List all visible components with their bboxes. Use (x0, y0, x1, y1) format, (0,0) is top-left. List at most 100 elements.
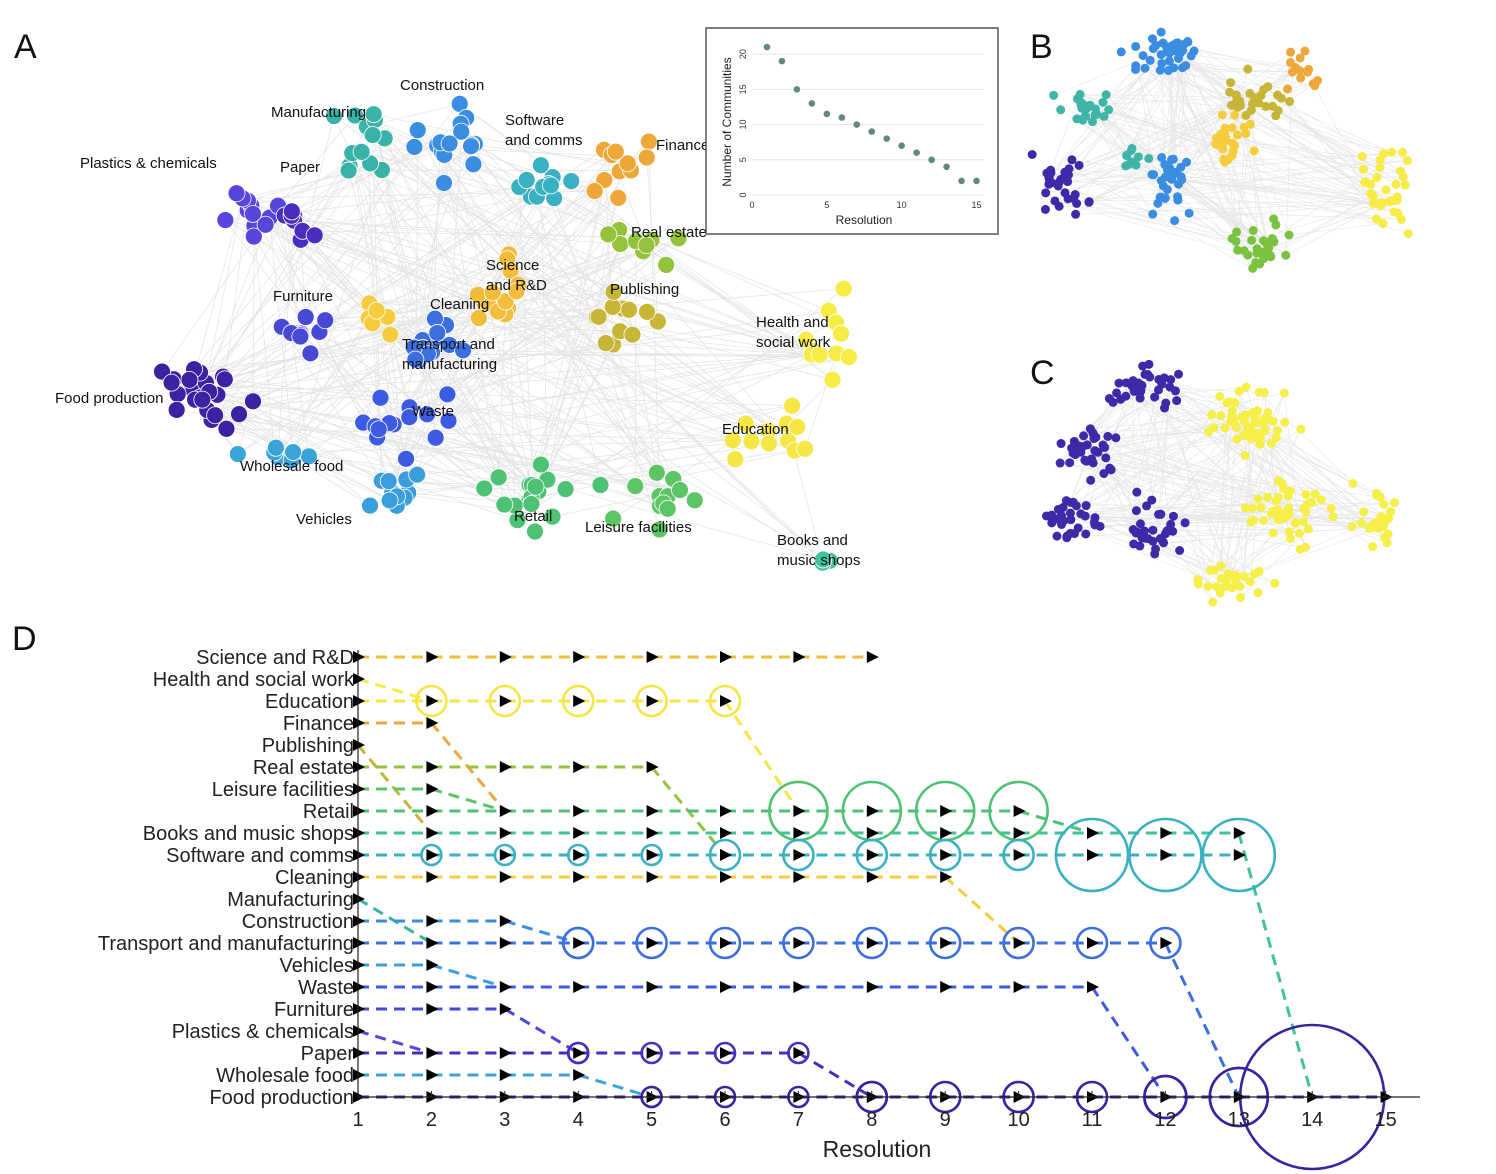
network-edge (1075, 202, 1383, 215)
network-node (206, 406, 225, 425)
resolution-marker (426, 805, 439, 817)
network-edge (300, 336, 418, 475)
network-edge (1179, 44, 1293, 73)
resolution-marker (793, 937, 806, 949)
network-edge (1165, 176, 1377, 220)
community-circle-transport-and-manufacturing (1002, 926, 1035, 960)
network-edge (1075, 51, 1291, 215)
network-edge (1177, 145, 1236, 197)
category-label: Vehicles (280, 955, 355, 977)
network-edge (510, 197, 555, 271)
network-node (227, 184, 246, 203)
network-node (1247, 235, 1257, 245)
community-circle-software-and-comms (1128, 817, 1203, 893)
network-edge (571, 180, 833, 381)
community-circle-software-and-comms (566, 843, 590, 867)
network-edge (804, 353, 837, 449)
resolution-marker (720, 849, 732, 861)
network-node (1368, 198, 1378, 208)
network-node (1174, 179, 1184, 189)
network-node (637, 236, 656, 255)
network-node (495, 495, 514, 514)
network-node (1372, 214, 1382, 224)
category-label: Plastics & chemicals (172, 1021, 354, 1043)
network-edge (252, 213, 275, 453)
network-node (1098, 97, 1108, 107)
network-node (1215, 588, 1225, 598)
network-node (1368, 542, 1378, 552)
network-node (1398, 147, 1408, 157)
network-node (244, 205, 262, 223)
series-line-vehicles (430, 963, 506, 989)
network-node (1269, 237, 1279, 247)
inset-point (973, 177, 980, 185)
network-node (1290, 518, 1300, 528)
resolution-marker (940, 937, 953, 949)
x-tick-label: 6 (719, 1109, 730, 1131)
resolution-marker (573, 1069, 586, 1081)
network-node (1360, 178, 1370, 188)
network-node (1295, 53, 1305, 63)
network-edge (269, 217, 787, 425)
resolution-marker (499, 651, 512, 663)
inset-point (883, 135, 891, 142)
network-edge (443, 154, 505, 505)
network-node (1231, 579, 1241, 589)
network-node (1239, 246, 1249, 256)
network-node (1366, 189, 1376, 199)
network-edge (361, 151, 538, 197)
network-edge (1211, 414, 1395, 503)
network-node (408, 121, 427, 140)
network-edge (1232, 143, 1245, 251)
network-node (1066, 515, 1076, 525)
network-edge (1251, 202, 1381, 241)
network-edge (252, 213, 424, 349)
network-edge (1220, 133, 1364, 170)
series-line-cleaning (944, 875, 1020, 945)
network-node (363, 126, 382, 144)
network-edge (507, 258, 823, 563)
network-label-paper: Paper (280, 159, 320, 176)
resolution-marker (793, 981, 806, 993)
network-node (1151, 40, 1161, 50)
network-node (1138, 51, 1148, 61)
network-node (1221, 133, 1231, 143)
network-edge (1173, 158, 1381, 204)
network-node (832, 324, 850, 343)
network-node (1241, 410, 1251, 420)
network-edge (535, 450, 795, 488)
network-label-waste: Waste (412, 403, 454, 420)
network-node (1316, 495, 1326, 505)
panel-label-d: D (12, 620, 37, 658)
resolution-marker (353, 1003, 365, 1015)
resolution-marker (353, 717, 365, 729)
inset-grid (752, 53, 984, 196)
network-node (1286, 47, 1296, 57)
network-edge (199, 146, 415, 373)
network-node (606, 142, 625, 161)
network-edge (605, 342, 820, 356)
resolution-marker (353, 981, 365, 993)
network-node (400, 408, 419, 427)
network-edge (448, 234, 609, 421)
network-edge (1094, 402, 1167, 523)
resolution-marker (940, 805, 953, 817)
community-circle-education (635, 684, 668, 718)
community-circle-transport-and-manufacturing (928, 926, 962, 960)
network-node (1253, 246, 1263, 256)
network-edge (371, 323, 380, 430)
network-node (1099, 469, 1109, 479)
network-node (532, 455, 550, 474)
network-node (1230, 141, 1240, 151)
inset-point (928, 156, 935, 164)
network-node (1276, 508, 1286, 518)
x-tick-label: 14 (1301, 1109, 1323, 1131)
network-edge (1073, 501, 1300, 534)
network-node (1065, 528, 1075, 538)
network-label-education: Education (722, 421, 789, 438)
network-edge (1104, 447, 1143, 538)
network-edge (1144, 68, 1221, 135)
inset-point (943, 163, 950, 171)
network-node (1073, 523, 1083, 533)
